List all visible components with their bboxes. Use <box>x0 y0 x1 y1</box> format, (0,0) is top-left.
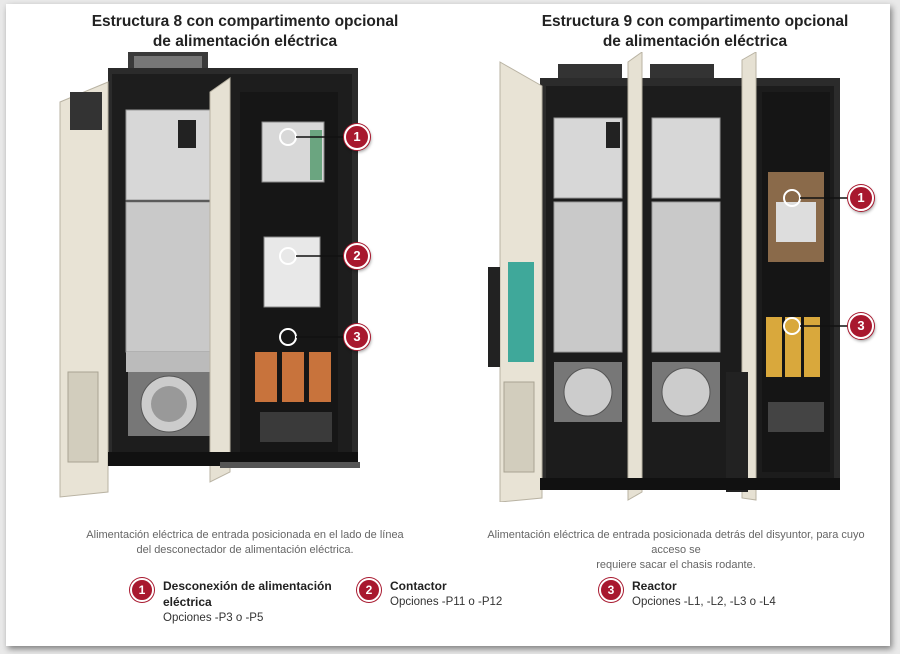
frame9-title-line2: de alimentación eléctrica <box>602 33 788 50</box>
legend-options-1: Opciones -P3 o -P5 <box>163 612 264 624</box>
frame8-title-line2: de alimentación eléctrica <box>152 33 338 50</box>
frame8-caption: Alimentación eléctrica de entrada posici… <box>40 528 450 558</box>
frame8-title-line1: Estructura 8 con compartimento opcional <box>91 13 399 30</box>
frame8-cabinet-image <box>59 52 360 498</box>
legend-title-3: Reactor <box>632 579 677 593</box>
legend-options-3: Opciones -L1, -L2, -L3 o -L4 <box>632 596 776 608</box>
frame9-title: Estructura 9 con compartimento opcional … <box>505 12 885 52</box>
frame8-title: Estructura 8 con compartimento opcional … <box>40 12 450 52</box>
frame9-callout-1: 1 <box>848 185 874 211</box>
legend-title-1-line2: eléctrica <box>163 595 212 609</box>
frame8-caption-line1: Alimentación eléctrica de entrada posici… <box>86 529 404 541</box>
frame9-caption: Alimentación eléctrica de entrada posici… <box>470 528 882 573</box>
frame9-caption-line1: Alimentación eléctrica de entrada posici… <box>487 529 865 556</box>
frame8-callout-3: 3 <box>344 324 370 350</box>
frame8-callout-2: 2 <box>344 243 370 269</box>
legend-title-1-line1: Desconexión de alimentación <box>163 579 332 593</box>
legend-badge-1: 1 <box>130 578 154 602</box>
frame9-callout-3: 3 <box>848 313 874 339</box>
frame9-caption-line2: requiere sacar el chasis rodante. <box>596 559 756 571</box>
legend-badge-2: 2 <box>357 578 381 602</box>
legend-options-2: Opciones -P11 o -P12 <box>390 596 503 608</box>
legend-badge-3: 3 <box>599 578 623 602</box>
frame8-callout-1: 1 <box>344 124 370 150</box>
frame9-title-line1: Estructura 9 con compartimento opcional <box>541 13 849 30</box>
frame9-cabinet-image <box>488 52 840 502</box>
legend-title-2: Contactor <box>390 579 447 593</box>
frame8-caption-line2: del desconectador de alimentación eléctr… <box>136 544 354 556</box>
